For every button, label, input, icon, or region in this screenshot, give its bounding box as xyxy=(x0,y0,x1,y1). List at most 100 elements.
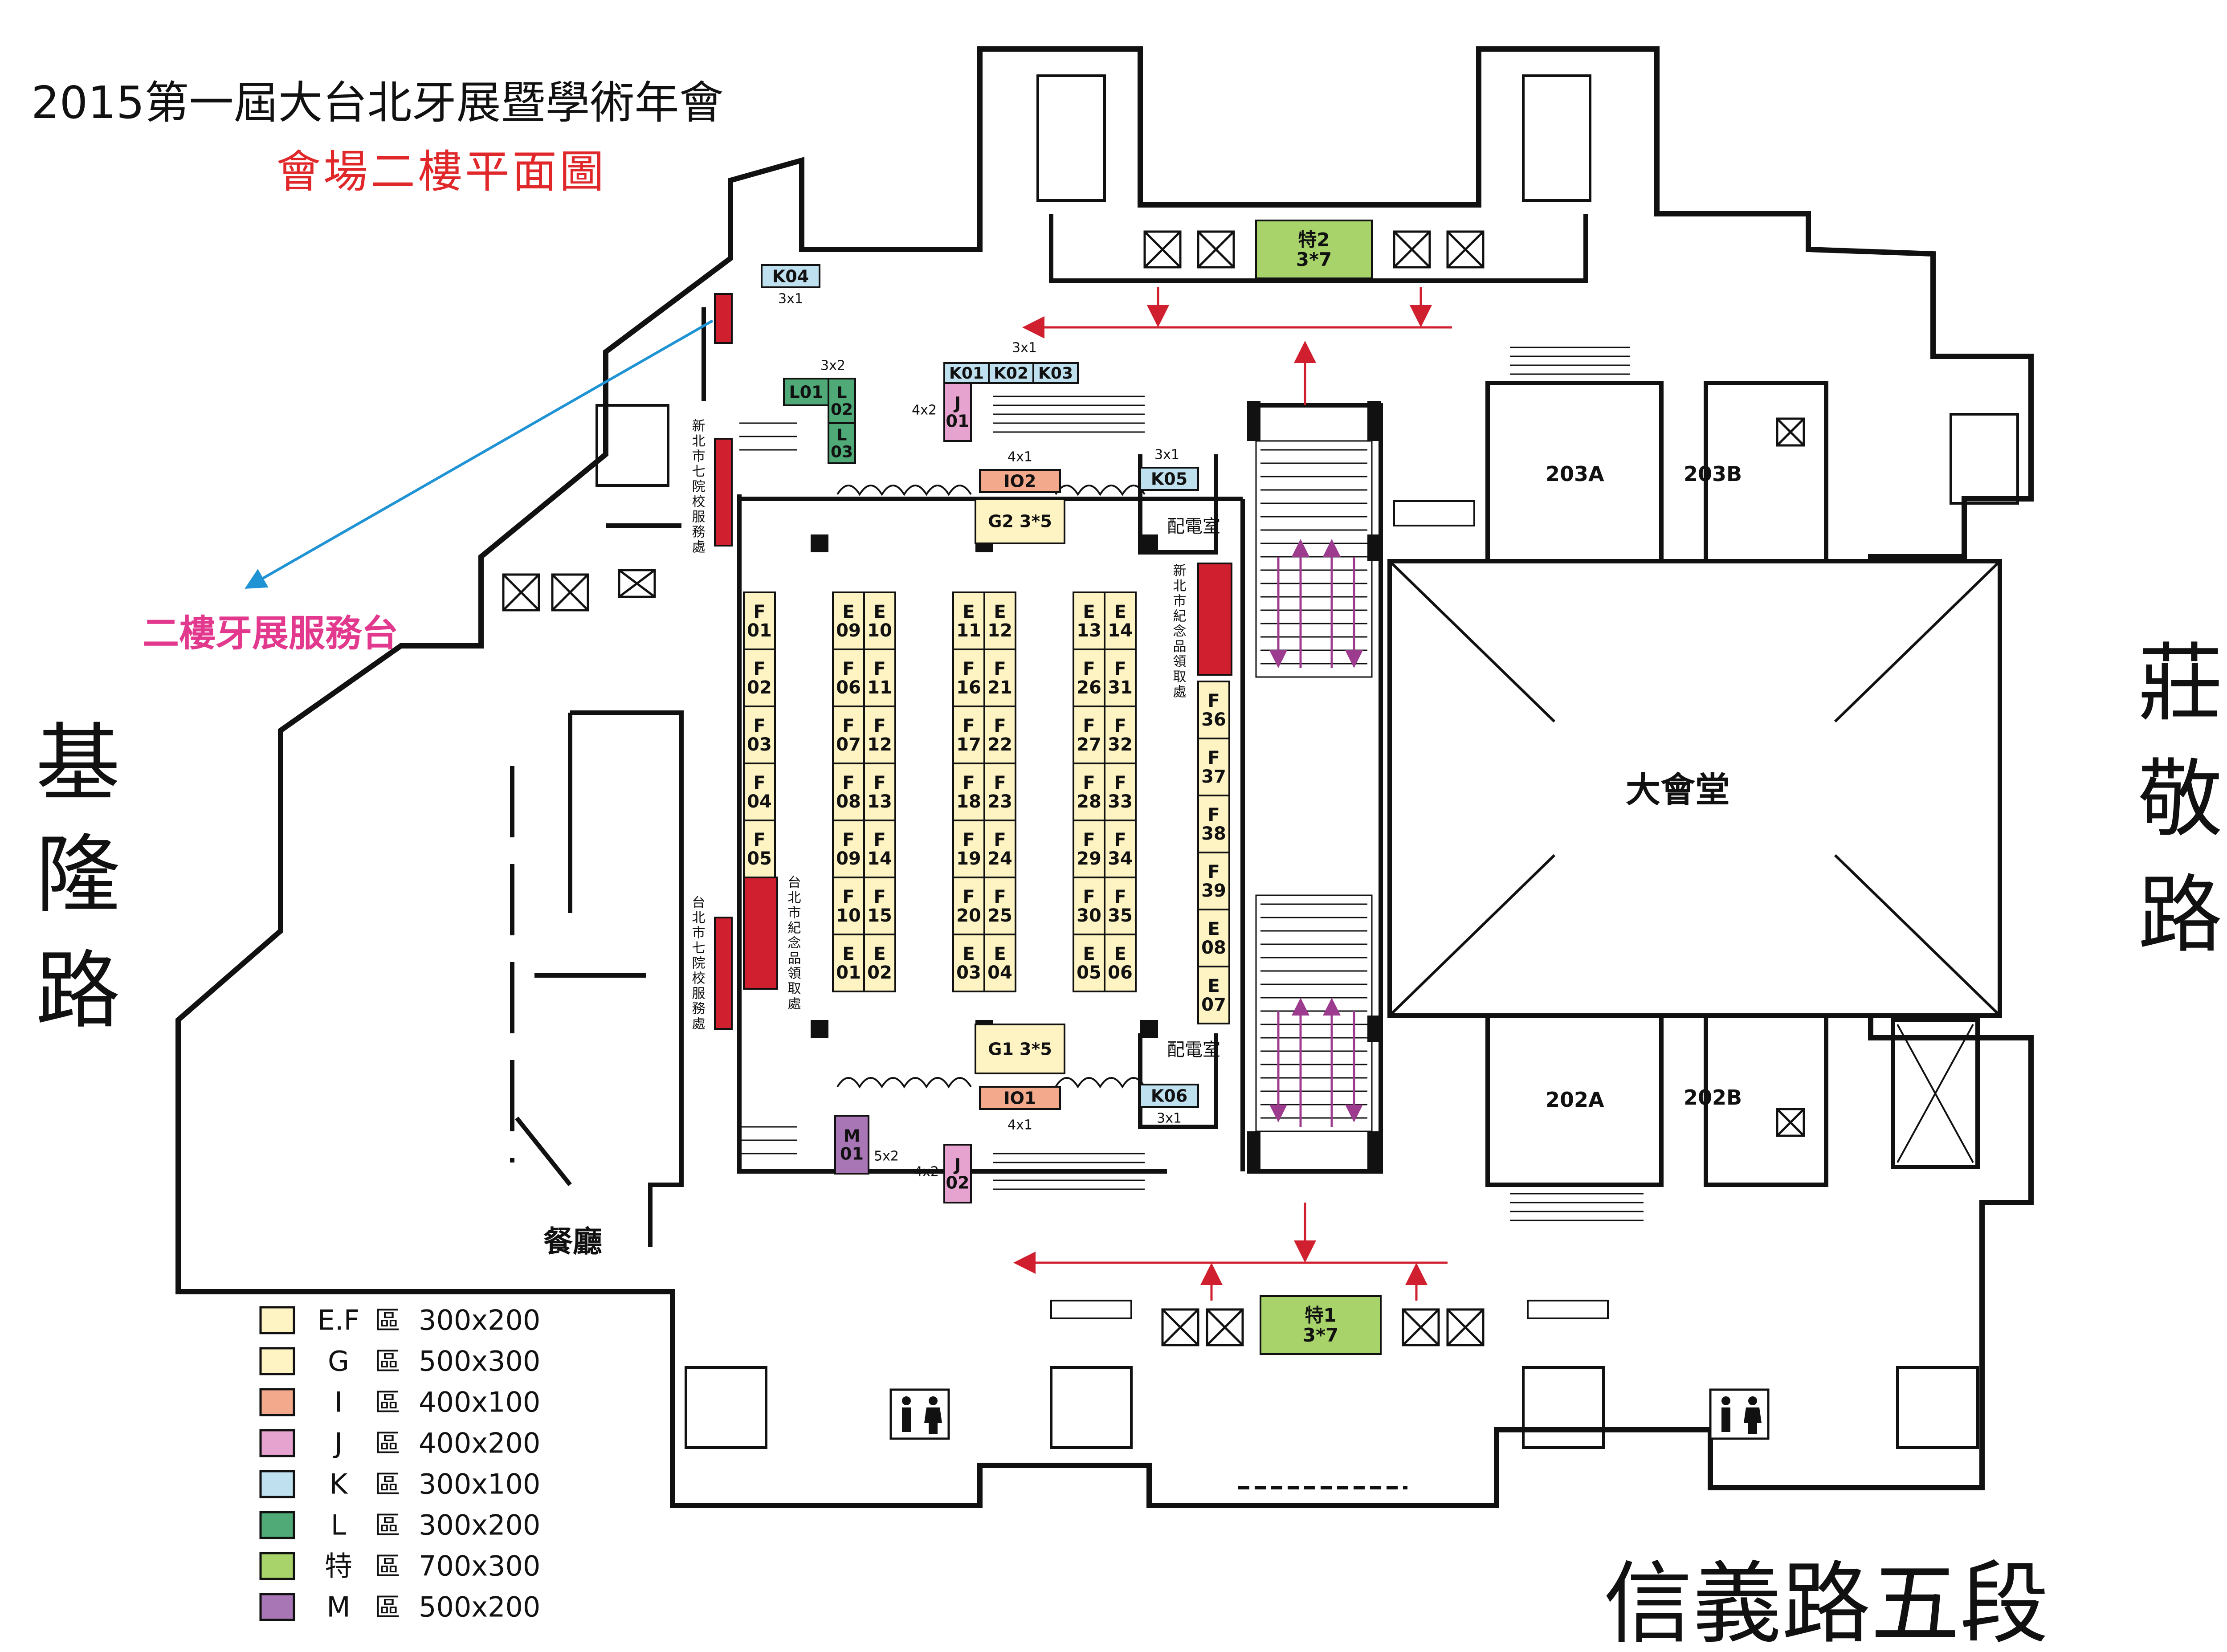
booth-label: 02 xyxy=(867,963,892,983)
booth-I01[interactable]: IO1 xyxy=(979,1086,1061,1110)
booth-colE-4[interactable]: F24 xyxy=(983,820,1016,878)
booth-label: F xyxy=(963,887,975,907)
booth-colG-3[interactable]: F33 xyxy=(1104,763,1137,821)
booth-J01[interactable]: J01 xyxy=(943,382,972,442)
booth-colF-4[interactable]: F29 xyxy=(1073,820,1105,878)
booth-label: 01 xyxy=(836,963,861,983)
booth-colG-2[interactable]: F32 xyxy=(1104,706,1137,764)
booth-K03[interactable]: K03 xyxy=(1032,362,1079,384)
booth-colF-5[interactable]: F30 xyxy=(1073,877,1105,935)
booth-L03[interactable]: L03 xyxy=(828,422,856,464)
booth-special2[interactable]: 特23*7 xyxy=(1255,220,1373,279)
booth-colA-4[interactable]: F05 xyxy=(743,820,776,878)
booth-colA-0[interactable]: F01 xyxy=(743,591,776,650)
toilet-icon xyxy=(889,1388,950,1440)
side-rooms xyxy=(1485,381,1980,1187)
booth-label: K02 xyxy=(994,364,1028,383)
booth-L01[interactable]: L01 xyxy=(783,378,829,406)
booth-box xyxy=(1073,706,1105,764)
booth-colH-0[interactable]: F36 xyxy=(1197,681,1230,739)
booth-colD-4[interactable]: F19 xyxy=(952,820,985,878)
booth-box xyxy=(783,378,829,406)
booth-colB-6[interactable]: E01 xyxy=(832,934,865,992)
booth-colB-2[interactable]: F07 xyxy=(832,706,865,764)
booth-label: 06 xyxy=(836,677,861,698)
booth-colC-5[interactable]: F15 xyxy=(863,877,896,935)
booth-colF-0[interactable]: E13 xyxy=(1073,591,1105,650)
room-restaurant: 餐廳 xyxy=(543,1224,602,1259)
booth-L02[interactable]: L02 xyxy=(828,378,856,424)
booth-colH-4[interactable]: E08 xyxy=(1197,909,1230,967)
booth-colE-5[interactable]: F25 xyxy=(983,877,1016,935)
legend-size: 300x200 xyxy=(419,1509,540,1542)
booth-label: 17 xyxy=(956,734,981,755)
booth-colB-5[interactable]: F10 xyxy=(832,877,865,935)
booth-label: E xyxy=(873,602,885,622)
booth-colE-6[interactable]: E04 xyxy=(983,934,1016,992)
booth-colD-5[interactable]: F20 xyxy=(952,877,985,935)
booth-I02[interactable]: IO2 xyxy=(979,469,1061,493)
booth-colA-2[interactable]: F03 xyxy=(743,706,776,764)
booth-colD-2[interactable]: F17 xyxy=(952,706,985,764)
booth-colE-0[interactable]: E12 xyxy=(983,591,1016,650)
booth-colH-5[interactable]: E07 xyxy=(1197,966,1230,1024)
booth-J02[interactable]: J02 xyxy=(943,1144,972,1203)
booth-colH-1[interactable]: F37 xyxy=(1197,738,1230,796)
booth-colE-2[interactable]: F22 xyxy=(983,706,1016,764)
booth-colB-4[interactable]: F09 xyxy=(832,820,865,878)
booth-label: F xyxy=(873,659,885,679)
booth-colB-3[interactable]: F08 xyxy=(832,763,865,821)
booth-M01[interactable]: M01 xyxy=(834,1115,869,1175)
booth-colG-4[interactable]: F34 xyxy=(1104,820,1137,878)
booth-size-note: 4x2 xyxy=(912,403,937,418)
booth-colC-1[interactable]: F11 xyxy=(863,649,896,707)
booth-K05[interactable]: K05 xyxy=(1139,467,1199,491)
booth-K01[interactable]: K01 xyxy=(943,362,990,384)
booth-K06[interactable]: K06 xyxy=(1139,1084,1199,1108)
booth-box xyxy=(832,706,865,764)
booth-colC-3[interactable]: F13 xyxy=(863,763,896,821)
booth-colH-3[interactable]: F39 xyxy=(1197,852,1230,910)
booth-label: E xyxy=(994,602,1006,622)
booth-label: L xyxy=(837,384,847,402)
booth-colC-2[interactable]: F12 xyxy=(863,706,896,764)
booth-colB-0[interactable]: E09 xyxy=(832,591,865,650)
booth-colD-6[interactable]: E03 xyxy=(952,934,985,992)
booth-label: F xyxy=(1083,716,1095,736)
booth-colC-6[interactable]: E02 xyxy=(863,934,896,992)
booth-colA-1[interactable]: F02 xyxy=(743,649,776,707)
booth-G2[interactable]: G2 3*5 xyxy=(975,498,1065,544)
booth-G1[interactable]: G1 3*5 xyxy=(975,1024,1065,1074)
booth-colB-1[interactable]: F06 xyxy=(832,649,865,707)
booth-box xyxy=(743,591,776,650)
booth-K04[interactable]: K04 xyxy=(761,264,820,288)
booth-colD-1[interactable]: F16 xyxy=(952,649,985,707)
booth-colF-6[interactable]: E05 xyxy=(1073,934,1105,992)
booth-colF-1[interactable]: F26 xyxy=(1073,649,1105,707)
booth-colH-2[interactable]: F38 xyxy=(1197,795,1230,853)
booth-colA-3[interactable]: F04 xyxy=(743,763,776,821)
map-title: 2015第一屆大台北牙展暨學術年會 xyxy=(31,77,724,129)
booth-K02[interactable]: K02 xyxy=(988,362,1034,384)
booth-box xyxy=(828,422,856,464)
booth-colG-0[interactable]: E14 xyxy=(1104,591,1137,650)
booth-colE-3[interactable]: F23 xyxy=(983,763,1016,821)
booth-label: 37 xyxy=(1201,767,1226,787)
legend-size: 400x100 xyxy=(419,1386,540,1419)
booth-special1[interactable]: 特13*7 xyxy=(1260,1295,1382,1355)
booth-colD-0[interactable]: E11 xyxy=(952,591,985,650)
booth-colG-1[interactable]: F31 xyxy=(1104,649,1137,707)
booth-label: J xyxy=(953,1155,961,1175)
booth-colG-5[interactable]: F35 xyxy=(1104,877,1137,935)
booth-colD-3[interactable]: F18 xyxy=(952,763,985,821)
booth-colG-6[interactable]: E06 xyxy=(1104,934,1137,992)
booth-colF-2[interactable]: F27 xyxy=(1073,706,1105,764)
booth-box xyxy=(761,264,820,288)
booth-colC-4[interactable]: F14 xyxy=(863,820,896,878)
booth-colF-3[interactable]: F28 xyxy=(1073,763,1105,821)
booth-colC-0[interactable]: E10 xyxy=(863,591,896,650)
booth-label: F xyxy=(1114,659,1126,679)
booth-colE-1[interactable]: F21 xyxy=(983,649,1016,707)
